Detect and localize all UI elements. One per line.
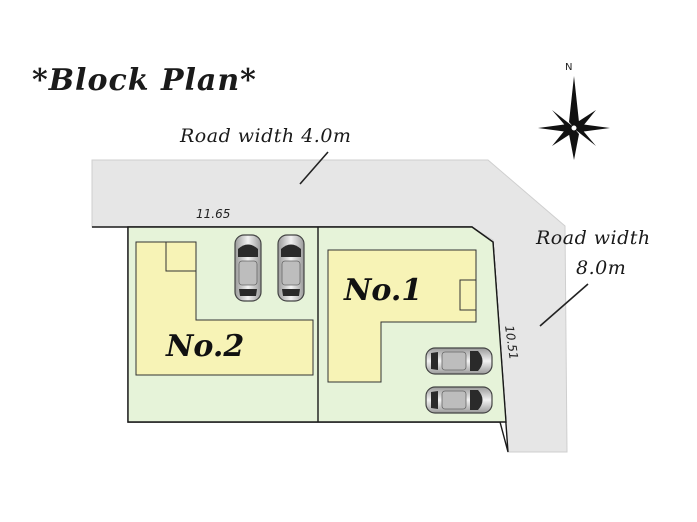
- compass-icon: N: [538, 62, 610, 160]
- page-title: *Block Plan*: [32, 63, 257, 98]
- lot-label-no2: No.2: [165, 329, 244, 364]
- dimension-east-frontage: 10.51: [502, 324, 521, 360]
- road-north-label: Road width 4.0m: [179, 125, 351, 147]
- lot-label-no1: No.1: [343, 273, 422, 308]
- road-north-leader-line: [299, 151, 329, 185]
- car-icon: [277, 234, 305, 302]
- road-east-leader-line: [539, 283, 589, 327]
- car-icon: [234, 234, 262, 302]
- car-icon: [425, 386, 493, 414]
- road-east-label-line2: 8.0m: [576, 257, 626, 279]
- dimension-north-frontage: 11.65: [196, 207, 230, 221]
- house-footprint-no1: [327, 249, 477, 383]
- compass-north-label: N: [565, 62, 572, 73]
- road-east-label-line1: Road width: [535, 227, 651, 249]
- house-no1-annex: [459, 279, 477, 311]
- car-icon: [425, 347, 493, 375]
- house-no2-annex: [165, 241, 197, 272]
